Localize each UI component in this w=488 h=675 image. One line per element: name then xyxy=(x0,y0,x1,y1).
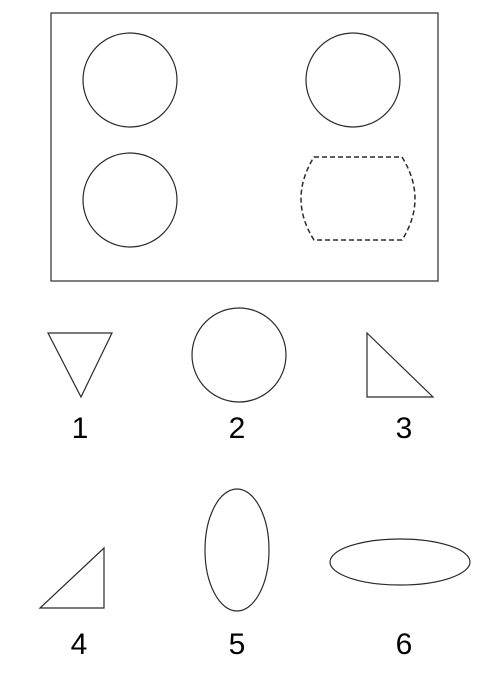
option-2-circle-shape[interactable] xyxy=(191,307,287,403)
board-circle-top-right xyxy=(305,32,401,128)
option-5-vertical-ellipse-shape[interactable] xyxy=(204,488,270,612)
option-4-label: 4 xyxy=(70,628,88,661)
option-6-label: 6 xyxy=(395,628,413,661)
option-1-label: 1 xyxy=(71,412,89,445)
option-5-label: 5 xyxy=(228,628,246,661)
option-2-label: 2 xyxy=(228,412,246,445)
option-4-right-triangle-shape[interactable] xyxy=(38,546,105,609)
option-1-inverted-triangle-shape[interactable] xyxy=(47,332,113,399)
option-3-label: 3 xyxy=(395,412,413,445)
option-6-horizontal-ellipse-shape[interactable] xyxy=(329,538,471,586)
missing-piece-outline xyxy=(300,156,416,241)
board-circle-bottom-left xyxy=(82,152,178,248)
option-3-right-triangle-shape[interactable] xyxy=(366,331,435,398)
puzzle-board xyxy=(50,12,439,282)
board-circle-top-left xyxy=(82,32,178,128)
